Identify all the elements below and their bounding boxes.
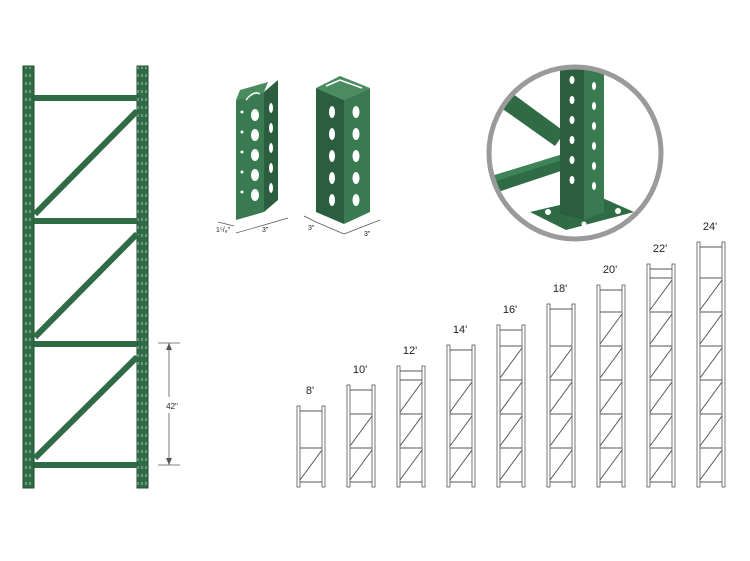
height-frame-diagonal [499,381,523,413]
frame-post-left [22,65,35,489]
height-frame-diagonal [549,381,573,413]
height-frame-post [296,405,301,488]
frame-post-right [136,65,149,489]
frame-horizontal-brace [34,218,137,224]
small-column-depth-label: 1⁵/₈" [216,227,231,234]
height-frame: 20' [596,264,626,488]
height-frame-post [371,384,376,488]
height-frame-post [496,324,501,488]
height-frame-diagonal [499,449,523,481]
height-frame: 24' [696,221,726,488]
large-upright-frame [22,65,149,489]
height-frame-post [521,324,526,488]
height-frame-diagonal [599,415,623,447]
height-frame-diagonal [399,381,423,413]
column-slot-holes [240,103,273,201]
height-frame-post [646,263,651,488]
height-frame-diagonal [399,449,423,481]
height-frame-post [546,303,551,488]
height-frame-diagonal [699,279,723,311]
frame-horizontal-brace [34,341,137,347]
height-frame-diagonal [449,449,473,481]
height-frame: 22' [646,243,676,488]
height-frame-diagonal [699,381,723,413]
height-frame-post [696,241,701,488]
column-slot-holes [329,106,360,206]
height-frames-row: 8' 10' 12' 14' 16' 18' 20' 22' 24' [296,221,726,488]
brace-spacing-dimension: 42" [158,342,180,466]
height-frame-post [471,344,476,488]
height-frame-diagonal [649,279,673,311]
height-frame-diagonal [549,449,573,481]
dimension-label: 42" [166,402,178,411]
height-frame-diagonal [599,313,623,345]
height-frame-diagonal [599,381,623,413]
height-frame-diagonal [449,415,473,447]
large-column-depth-label: 3" [308,225,315,232]
height-label: 22' [653,243,667,255]
height-frame-post [571,303,576,488]
height-frame-diagonal [699,313,723,345]
height-frame-post [721,241,726,488]
height-frame-diagonal [699,415,723,447]
height-frame-post [621,284,626,488]
height-label: 10' [353,364,367,376]
height-frame-diagonal [649,313,673,345]
column-face-front [236,92,264,220]
height-frame: 14' [446,324,476,488]
height-label: 18' [553,283,567,295]
height-frame: 12' [396,345,426,488]
height-frame-diagonal [699,449,723,481]
height-label: 12' [403,345,417,357]
height-frame-post [596,284,601,488]
height-frame-post [671,263,676,488]
detail-diagonal-brace [490,88,565,146]
height-frame-diagonal [649,449,673,481]
height-frame-diagonal [549,347,573,379]
baseplate-detail-circle [486,64,664,242]
height-frame: 18' [546,283,576,488]
height-label: 16' [503,304,517,316]
height-frame: 16' [496,304,526,488]
height-frame-diagonal [699,347,723,379]
height-frame: 8' [296,385,326,488]
height-frame-diagonal [499,347,523,379]
height-label: 24' [703,221,717,233]
frame-horizontal-brace [34,462,137,468]
height-frame-diagonal [549,415,573,447]
height-frame: 10' [346,364,376,488]
height-frame-diagonal [499,415,523,447]
height-frame-diagonal [599,347,623,379]
height-frame-diagonal [299,449,323,481]
height-label: 14' [453,324,467,336]
height-frame-post [446,344,451,488]
height-frame-post [346,384,351,488]
height-frame-post [321,405,326,488]
height-label: 20' [603,264,617,276]
small-column-width-label: 3" [262,227,269,234]
frame-diagonal-brace [32,354,140,461]
height-frame-diagonal [599,449,623,481]
height-frame-diagonal [399,415,423,447]
column-profile-large: 3" 3" [303,76,381,238]
height-frame-diagonal [649,347,673,379]
height-frame-diagonal [349,449,373,481]
large-column-width-label: 3" [364,231,371,238]
height-frame-diagonal [649,415,673,447]
height-frame-diagonal [349,415,373,447]
height-frame-diagonal [449,381,473,413]
frame-diagonal-brace [32,231,140,340]
height-label: 8' [306,385,314,397]
column-profile-small: 1⁵/₈" 3" [216,80,289,234]
height-frame-post [396,365,401,488]
frame-horizontal-brace [34,95,137,101]
height-frame-post [421,365,426,488]
frame-diagonal-brace [32,108,140,217]
height-frame-diagonal [649,381,673,413]
